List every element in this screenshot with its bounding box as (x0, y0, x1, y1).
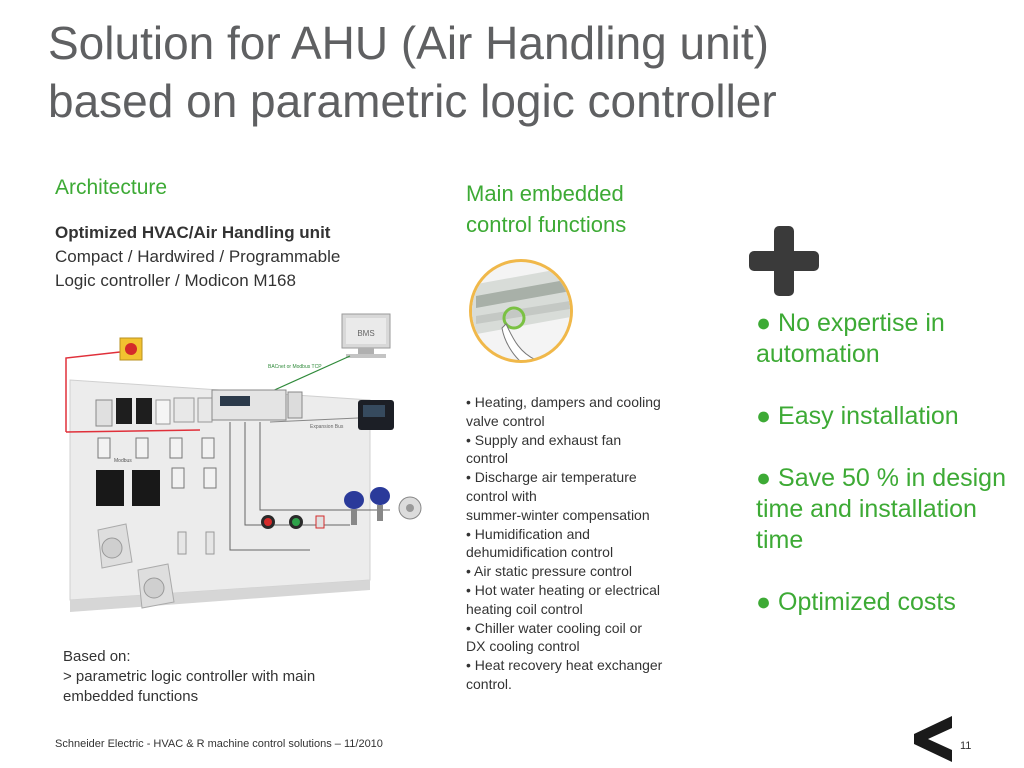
slide-title: Solution for AHU (Air Handling unit) bas… (48, 14, 948, 130)
fan-motor-icon-2 (137, 563, 175, 609)
main-functions-heading: Main embedded control functions (466, 178, 706, 240)
benefits-list: ● No expertise in automation ● Easy inst… (756, 308, 1016, 649)
hmi-display-icon (358, 400, 394, 430)
plus-icon (749, 226, 819, 296)
main-functions-heading-line-1: Main embedded (466, 181, 624, 206)
main-functions-heading-line-2: control functions (466, 212, 627, 237)
expansion-bus-label: Expansion Bus (310, 424, 344, 430)
architecture-subtitle-line-2: Compact / Hardwired / Programmable (55, 247, 341, 266)
based-on-line-1: Based on: (63, 648, 131, 665)
modbus-label: Modbus (114, 458, 132, 464)
function-line: • Chiller water cooling coil or (466, 619, 643, 636)
architecture-subtitle-bold: Optimized HVAC/Air Handling unit (55, 223, 331, 242)
slide-title-line-2: based on parametric logic controller (48, 75, 777, 127)
valve-actuators (344, 487, 422, 525)
top-din-devices (95, 397, 213, 427)
function-line: control with (466, 487, 537, 504)
architecture-subtitle-line-3: Logic controller / Modicon M168 (55, 271, 296, 290)
emergency-switch-icon (119, 337, 143, 361)
fan-motor-icon (97, 523, 133, 569)
footer-text: Schneider Electric - HVAC & R machine co… (55, 738, 383, 750)
bms-monitor-icon: BMS (341, 313, 391, 358)
network-cable (269, 355, 351, 393)
function-line: summer-winter compensation (466, 506, 650, 523)
function-line: dehumidification control (466, 544, 614, 561)
expansion-cable (269, 417, 359, 423)
benefit-item: ● Optimized costs (756, 588, 956, 616)
chevron-left-icon (914, 716, 952, 762)
based-on-line-3: embedded functions (63, 688, 199, 705)
red-wire-to-switch (65, 351, 121, 432)
function-line: • Heat recovery heat exchanger (466, 657, 663, 674)
page-number: 11 (960, 740, 972, 752)
function-line: • Discharge air temperature (466, 469, 637, 486)
slide-title-line-1: Solution for AHU (Air Handling unit) (48, 17, 769, 69)
benefit-item: ● Easy installation (756, 402, 959, 430)
based-on-note: Based on: > parametric logic controller … (63, 647, 393, 707)
signal-wires (229, 422, 390, 551)
function-line: control. (466, 675, 512, 692)
network-label: BACnet or Modbus TCP (268, 364, 322, 370)
temperature-sensors (177, 531, 215, 555)
variable-speed-drives (96, 467, 217, 506)
architecture-subtitle: Optimized HVAC/Air Handling unit Compact… (55, 221, 415, 293)
function-line: • Heating, dampers and cooling (466, 394, 661, 410)
function-line: • Humidification and (466, 525, 590, 542)
function-line: • Air static pressure control (466, 563, 632, 580)
based-on-line-2: > parametric logic controller with main (63, 668, 316, 685)
benefit-item: ● No expertise in automation (756, 309, 945, 368)
push-buttons (261, 515, 325, 529)
function-line: • Supply and exhaust fan (466, 431, 622, 448)
function-line: valve control (466, 412, 545, 429)
architecture-heading: Architecture (55, 176, 168, 199)
bms-label: BMS (357, 329, 374, 338)
main-functions-list: • Heating, dampers and cooling valve con… (466, 393, 701, 694)
function-line: DX cooling control (466, 638, 580, 655)
function-line: control (466, 450, 509, 467)
red-wire-to-controller (65, 429, 201, 433)
controller-closeup-icon (469, 259, 573, 363)
architecture-diagram: BMS BACnet or Modbus TCP Expansion Bus M… (65, 313, 422, 612)
middle-relays (97, 437, 215, 459)
benefit-item: ● Save 50 % in design time and installat… (756, 464, 1006, 554)
function-line: heating coil control (466, 600, 583, 617)
m168-controller-icon (211, 389, 303, 421)
function-line: • Hot water heating or electrical (466, 581, 660, 598)
